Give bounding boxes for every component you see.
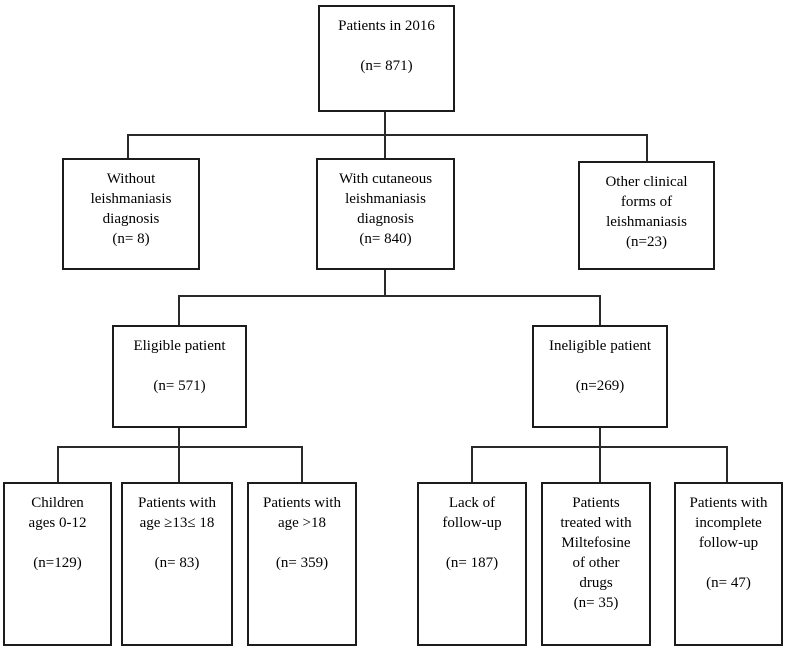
node-eligible-count: (n= 571) bbox=[153, 378, 206, 394]
node-other-forms: Other clinical forms of leishmaniasis (n… bbox=[578, 161, 715, 270]
node-cutaneous-diagnosis-label: With cutaneous leishmaniasis diagnosis bbox=[338, 171, 433, 227]
connector-level1-rail bbox=[127, 134, 648, 136]
connector-drop-eligible bbox=[178, 295, 180, 326]
connector-drop-other bbox=[646, 134, 648, 163]
node-incomplete-followup: Patients with incomplete follow-up (n= 4… bbox=[674, 482, 783, 646]
node-ineligible-count: (n=269) bbox=[575, 378, 625, 394]
node-incomplete-followup-label: Patients with incomplete follow-up bbox=[689, 495, 768, 551]
node-age-13-18: Patients with age ≥13≤ 18 (n= 83) bbox=[121, 482, 233, 646]
node-without-diagnosis: Without leishmaniasis diagnosis (n= 8) bbox=[62, 158, 200, 270]
connector-top-stem bbox=[384, 112, 386, 136]
node-children-0-12-label: Children ages 0-12 bbox=[28, 495, 87, 531]
node-age-over-18-count: (n= 359) bbox=[275, 555, 329, 571]
node-cutaneous-diagnosis: With cutaneous leishmaniasis diagnosis (… bbox=[316, 158, 455, 270]
connector-level3-left-rail bbox=[57, 446, 303, 448]
node-patients-2016: Patients in 2016 (n= 871) bbox=[318, 5, 455, 112]
node-patients-2016-label: Patients in 2016 bbox=[338, 18, 435, 34]
node-patients-2016-count: (n= 871) bbox=[360, 58, 413, 74]
node-lack-followup-label: Lack of follow-up bbox=[442, 495, 502, 531]
node-miltefosine-label: Patients treated with Miltefosine of oth… bbox=[560, 495, 632, 591]
node-other-forms-label: Other clinical forms of leishmaniasis bbox=[605, 174, 688, 230]
node-other-forms-count: (n=23) bbox=[626, 234, 667, 250]
connector-level2-rail bbox=[178, 295, 601, 297]
node-lack-followup: Lack of follow-up (n= 187) bbox=[417, 482, 527, 646]
node-eligible-label: Eligible patient bbox=[133, 338, 226, 354]
node-ineligible: Ineligible patient (n=269) bbox=[532, 325, 668, 428]
node-incomplete-followup-count: (n= 47) bbox=[706, 575, 751, 591]
node-children-0-12: Children ages 0-12 (n=129) bbox=[3, 482, 112, 646]
node-without-diagnosis-label: Without leishmaniasis diagnosis bbox=[90, 171, 172, 227]
node-age-13-18-count: (n= 83) bbox=[154, 555, 200, 571]
connector-drop-age-over-18 bbox=[301, 446, 303, 483]
connector-ineligible-stem bbox=[599, 428, 601, 448]
connector-drop-miltefosine bbox=[599, 446, 601, 483]
connector-drop-lack-followup bbox=[471, 446, 473, 483]
connector-drop-cutaneous bbox=[384, 134, 386, 160]
connector-cutaneous-stem bbox=[384, 270, 386, 296]
node-lack-followup-count: (n= 187) bbox=[445, 555, 499, 571]
node-ineligible-label: Ineligible patient bbox=[548, 338, 652, 354]
node-age-over-18-label: Patients with age >18 bbox=[263, 495, 341, 531]
connector-drop-ineligible bbox=[599, 295, 601, 326]
node-age-over-18: Patients with age >18 (n= 359) bbox=[247, 482, 357, 646]
connector-drop-without bbox=[127, 134, 129, 160]
node-without-diagnosis-count: (n= 8) bbox=[112, 231, 150, 247]
node-miltefosine: Patients treated with Miltefosine of oth… bbox=[541, 482, 651, 646]
connector-drop-age-13-18 bbox=[178, 446, 180, 483]
connector-eligible-stem bbox=[178, 428, 180, 448]
connector-drop-children bbox=[57, 446, 59, 483]
node-eligible: Eligible patient (n= 571) bbox=[112, 325, 247, 428]
node-age-13-18-label: Patients with age ≥13≤ 18 bbox=[138, 495, 216, 531]
node-children-0-12-count: (n=129) bbox=[33, 555, 82, 571]
connector-drop-incomplete-followup bbox=[726, 446, 728, 483]
node-miltefosine-count: (n= 35) bbox=[573, 595, 619, 611]
node-cutaneous-diagnosis-count: (n= 840) bbox=[359, 231, 412, 247]
